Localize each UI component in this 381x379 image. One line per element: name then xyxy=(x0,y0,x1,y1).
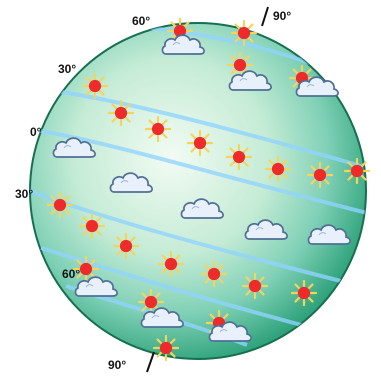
globe xyxy=(29,22,367,360)
sun-icon xyxy=(230,19,258,47)
sun-icon xyxy=(78,212,106,240)
label-equator: 0° xyxy=(30,125,42,139)
sun-icon xyxy=(81,72,109,100)
pole-axis xyxy=(146,6,269,373)
sun-icon xyxy=(264,155,292,183)
sun-icon xyxy=(241,272,269,300)
label-north-pole: 90° xyxy=(273,9,291,23)
label-south-30: 30° xyxy=(15,187,33,201)
sun-icon xyxy=(157,250,185,278)
label-south-pole: 90° xyxy=(108,358,126,372)
latitude-band-equator xyxy=(30,126,366,216)
label-south-60: 60° xyxy=(62,267,80,281)
sun-icon xyxy=(107,99,135,127)
sun-icon xyxy=(46,191,74,219)
label-north-30: 30° xyxy=(58,62,76,76)
sun-icon xyxy=(112,232,140,260)
north-pole-axis-line xyxy=(261,6,269,27)
sun-icon xyxy=(144,115,172,143)
label-north-60: 60° xyxy=(132,14,150,28)
latitude-band-north-30 xyxy=(31,86,362,168)
sun-icon xyxy=(200,260,228,288)
sun-icon xyxy=(290,279,318,307)
south-pole-axis-line xyxy=(146,351,155,373)
sun-icon xyxy=(186,129,214,157)
latitude-band-south-60-a xyxy=(40,246,321,332)
sun-icon xyxy=(343,157,371,185)
latitude-labels: 60° 30° 0° 30° 60° 90° 90° xyxy=(15,9,291,372)
sun-icon xyxy=(152,334,180,362)
sun-icon xyxy=(225,143,253,171)
sun-icon xyxy=(306,161,334,189)
